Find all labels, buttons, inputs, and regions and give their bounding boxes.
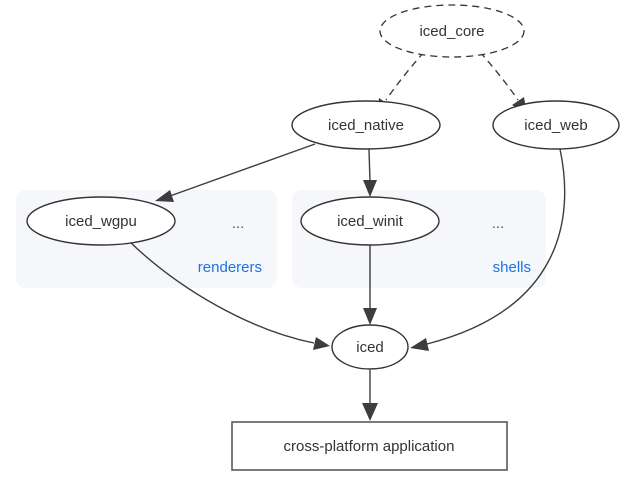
node-iced-core-shape[interactable] — [379, 4, 525, 58]
renderers-more-ellipsis: ... — [232, 215, 245, 232]
edge-winit-to-iced-arrowhead — [363, 308, 377, 325]
edge-native-to-wgpu-line — [169, 143, 316, 197]
node-iced-web[interactable]: iced_web — [492, 100, 620, 150]
edge-iced-to-app — [362, 370, 378, 421]
node-iced-native-label: iced_native — [328, 117, 404, 134]
edge-native-to-winit-line — [368, 148, 371, 183]
edge-winit-to-iced — [363, 245, 377, 325]
node-cross-platform-application[interactable]: cross-platform application — [231, 421, 508, 471]
node-iced-winit[interactable]: iced_winit — [300, 196, 440, 246]
node-iced-core[interactable]: iced_core — [379, 4, 525, 58]
edge-web-to-iced — [410, 148, 566, 351]
edge-wgpu-to-iced-line — [129, 241, 315, 344]
edge-web-to-iced-line — [426, 148, 566, 345]
node-iced-winit-shape[interactable] — [300, 196, 440, 246]
node-iced[interactable]: iced — [331, 324, 409, 370]
shells-more-ellipsis: ... — [492, 215, 505, 232]
node-iced-native[interactable]: iced_native — [291, 100, 441, 150]
node-cross-platform-application-label: cross-platform application — [284, 438, 455, 455]
node-iced-wgpu-shape[interactable] — [26, 196, 176, 246]
node-iced-web-shape[interactable] — [492, 100, 620, 150]
edge-native-to-winit-arrowhead — [363, 180, 377, 197]
edge-native-to-wgpu-arrowhead — [155, 190, 174, 202]
node-iced-wgpu-label: iced_wgpu — [65, 213, 137, 230]
node-iced-web-label: iced_web — [524, 117, 587, 134]
edge-native-to-wgpu — [155, 143, 316, 202]
edge-core-to-native-line — [385, 51, 425, 101]
node-iced-native-shape[interactable] — [291, 100, 441, 150]
edge-wgpu-to-iced-arrowhead — [313, 337, 330, 350]
node-iced-shape[interactable] — [331, 324, 409, 370]
edge-wgpu-to-iced — [129, 241, 330, 350]
cluster-renderers-label: renderers — [198, 259, 262, 276]
node-cross-platform-application-shape[interactable] — [231, 421, 508, 471]
edge-web-to-iced-arrowhead — [410, 338, 429, 351]
node-iced-wgpu[interactable]: iced_wgpu — [26, 196, 176, 246]
node-iced-label: iced — [356, 339, 384, 356]
edge-native-to-winit — [363, 148, 377, 197]
node-iced-core-label: iced_core — [419, 23, 484, 40]
edge-iced-to-app-arrowhead — [362, 403, 378, 421]
cluster-shells-label: shells — [493, 259, 531, 276]
edge-core-to-web-line — [479, 51, 519, 101]
node-iced-winit-label: iced_winit — [337, 213, 404, 230]
